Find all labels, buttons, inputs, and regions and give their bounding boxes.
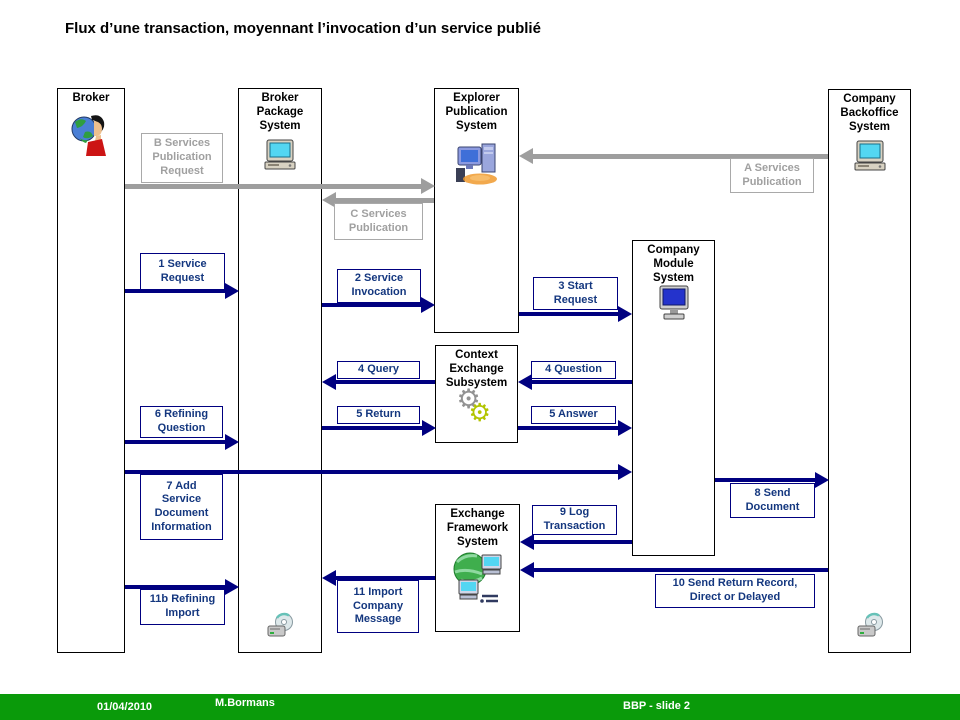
flow-label-7-add-service-document-information: 7 Add Service Document Information bbox=[140, 474, 223, 540]
flow-arrow-11-import-company-message bbox=[322, 570, 435, 586]
flow-label-9-log-transaction: 9 Log Transaction bbox=[532, 505, 617, 535]
footer-author: M.Bormans bbox=[215, 697, 275, 709]
slide-title: Flux d’une transaction, moyennant l’invo… bbox=[65, 20, 541, 37]
flow-label-5-answer: 5 Answer bbox=[531, 406, 616, 424]
system-label: Company Module System bbox=[647, 244, 700, 284]
person-globe-icon bbox=[58, 113, 124, 157]
flow-label-10-send-return-record: 10 Send Return Record, Direct or Delayed bbox=[655, 574, 815, 608]
flow-arrow-1-service-request bbox=[125, 283, 239, 299]
system-label: Explorer Publication System bbox=[445, 92, 508, 132]
footer-bar: 01/04/2010 M.Bormans BBP - slide 2 bbox=[0, 694, 960, 720]
system-label: Exchange Framework System bbox=[446, 508, 509, 548]
flow-arrow-7-add-service-document-information bbox=[125, 464, 632, 480]
system-label: Context Exchange Subsystem bbox=[445, 349, 508, 389]
flow-arrow-5-answer bbox=[518, 420, 632, 436]
system-box-company-backoffice: Company Backoffice System bbox=[828, 89, 911, 653]
flow-label-6-refining-question: 6 Refining Question bbox=[140, 406, 223, 438]
flow-arrow-a-services-publication bbox=[519, 148, 828, 164]
flow-arrow-b-services-publication-request bbox=[125, 178, 435, 194]
system-box-exchange-framework: Exchange Framework System bbox=[435, 504, 520, 632]
gears-icon: ⚙⚙ bbox=[456, 384, 491, 427]
workstation-icon bbox=[435, 141, 518, 187]
flow-arrow-4-question bbox=[518, 374, 632, 390]
flow-label-c-services-publication: C Services Publication bbox=[334, 203, 423, 240]
flow-label-1-service-request: 1 Service Request bbox=[140, 253, 225, 290]
system-box-company-module: Company Module System bbox=[632, 240, 715, 556]
flow-arrow-4-query bbox=[322, 374, 435, 390]
footer-slide-ref: BBP - slide 2 bbox=[623, 700, 691, 712]
flow-arrow-3-start-request bbox=[519, 306, 632, 322]
system-label: Company Backoffice System bbox=[840, 93, 899, 133]
computer-icon bbox=[829, 140, 910, 174]
flow-label-a-services-publication: A Services Publication bbox=[730, 158, 814, 193]
system-box-broker: Broker bbox=[57, 88, 125, 653]
flow-label-3-start-request: 3 Start Request bbox=[533, 277, 618, 310]
flow-label-4-query: 4 Query bbox=[337, 361, 420, 379]
flow-label-2-service-invocation: 2 Service Invocation bbox=[337, 269, 421, 303]
flow-arrow-2-service-invocation bbox=[322, 297, 435, 313]
disk-stack-icon bbox=[829, 612, 910, 640]
flow-arrow-5-return bbox=[322, 420, 436, 436]
flow-arrow-c-services-publication bbox=[322, 192, 434, 208]
flow-label-11b-refining-import: 11b Refining Import bbox=[140, 589, 225, 625]
disk-stack-icon bbox=[239, 612, 321, 640]
flow-arrow-8-send-document bbox=[715, 472, 829, 488]
system-label: Broker bbox=[72, 92, 110, 104]
system-box-broker-package: Broker Package System bbox=[238, 88, 322, 653]
flow-arrow-6-refining-question bbox=[125, 434, 239, 450]
flow-arrow-11b-refining-import bbox=[125, 579, 239, 595]
footer-date: 01/04/2010 bbox=[97, 701, 153, 713]
system-label: Broker Package System bbox=[256, 92, 304, 132]
flow-label-4-question: 4 Question bbox=[531, 361, 616, 379]
flow-label-5-return: 5 Return bbox=[337, 406, 420, 424]
flow-arrow-10-send-return-record bbox=[520, 562, 828, 578]
flow-label-11-import-company-message: 11 Import Company Message bbox=[337, 580, 419, 633]
system-box-explorer-publication: Explorer Publication System bbox=[434, 88, 519, 333]
flow-label-b-services-publication-request: B Services Publication Request bbox=[141, 133, 223, 183]
flow-arrow-9-log-transaction bbox=[520, 534, 632, 550]
computer-icon bbox=[633, 285, 714, 323]
computer-icon bbox=[239, 139, 321, 173]
system-box-context-exchange: Context Exchange Subsystem ⚙⚙ bbox=[435, 345, 518, 443]
flow-label-8-send-document: 8 Send Document bbox=[730, 483, 815, 518]
globe-network-icon bbox=[436, 549, 519, 607]
